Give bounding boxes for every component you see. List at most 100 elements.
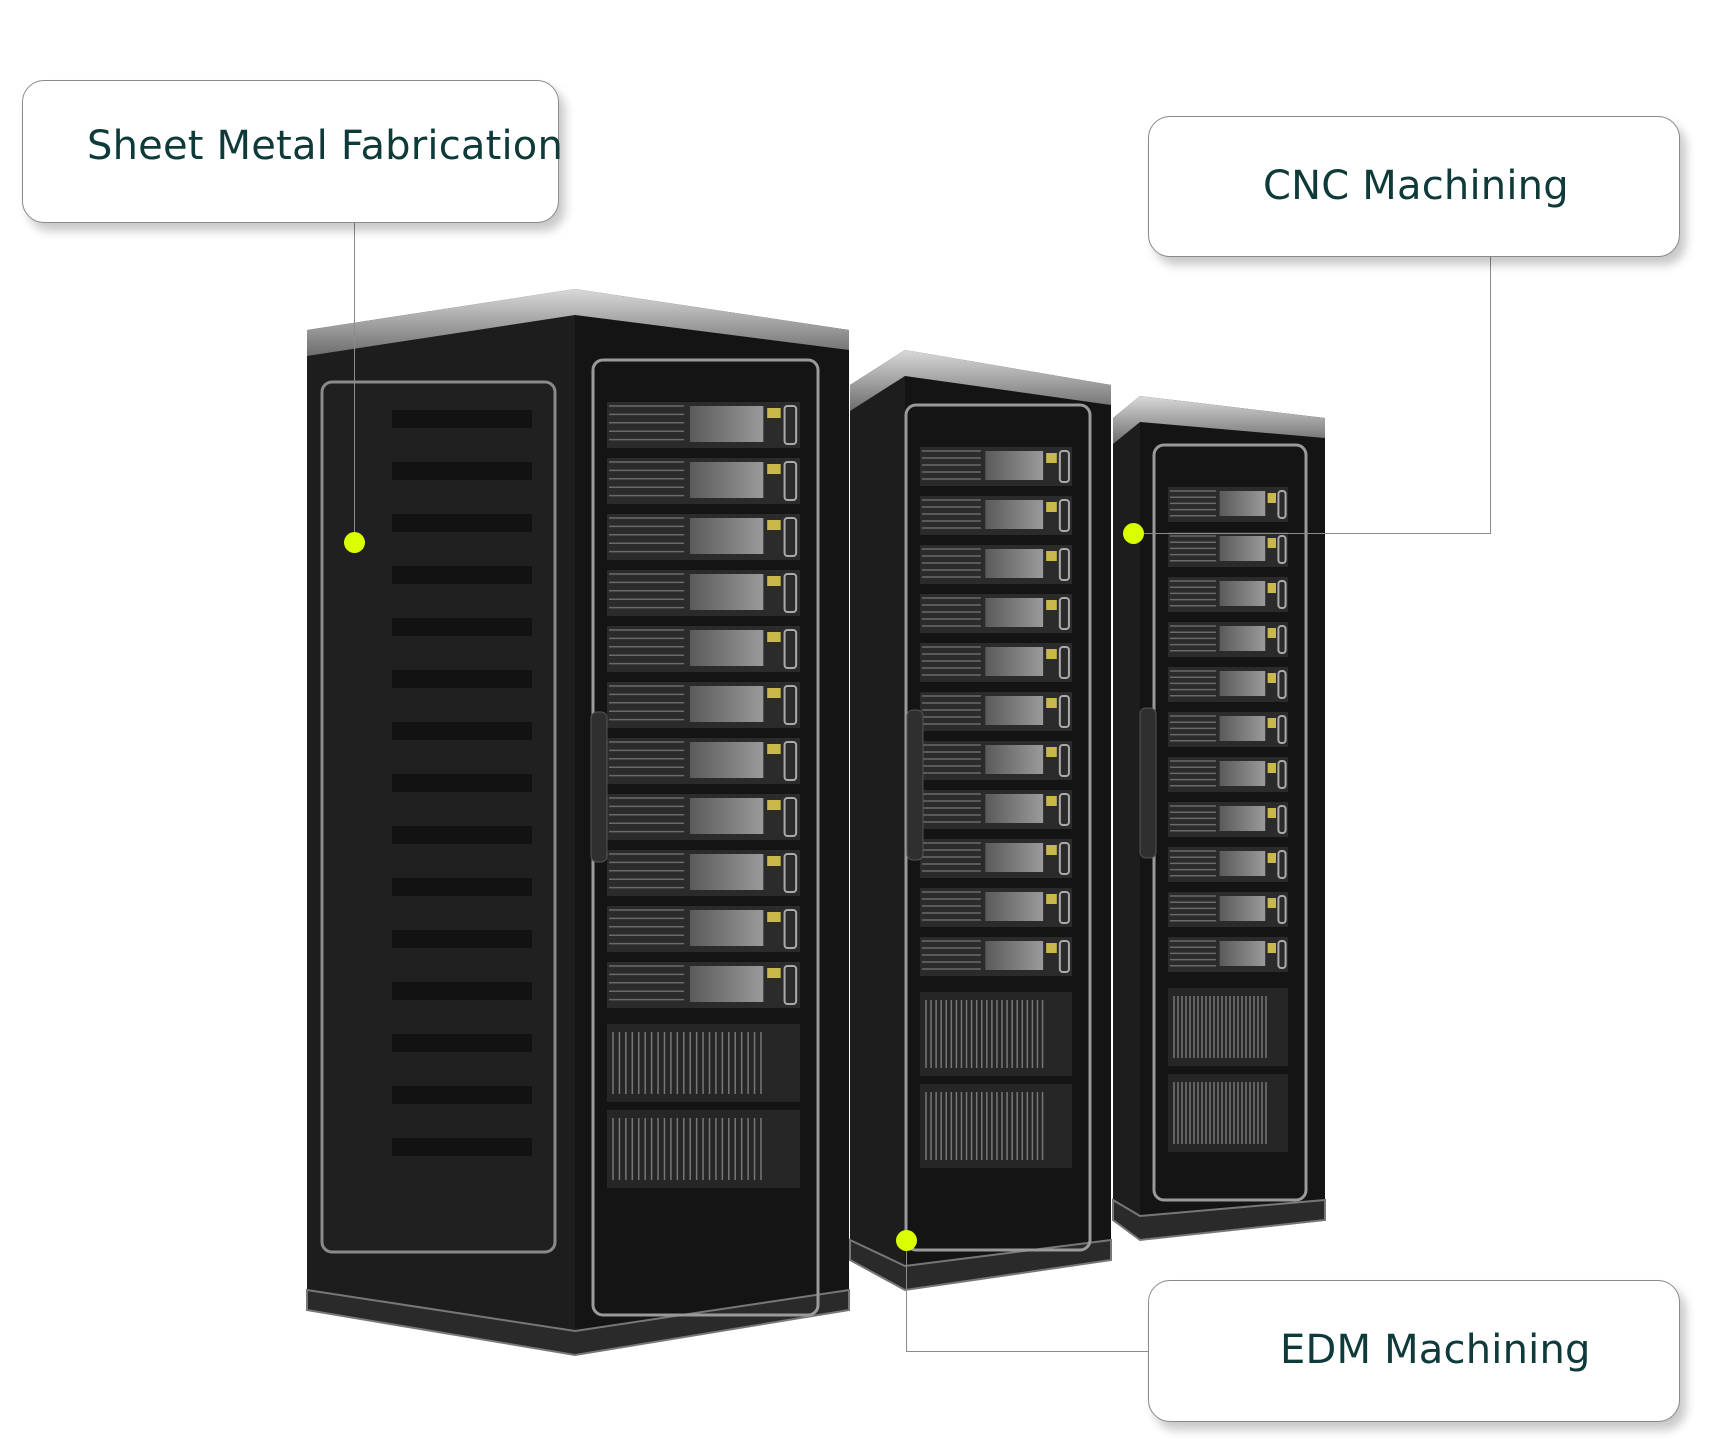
rack-shelf xyxy=(392,670,532,688)
server-unit xyxy=(607,794,800,840)
server-handle xyxy=(783,909,798,949)
rack-base xyxy=(1112,1198,1326,1242)
connector-line-edm-horizontal xyxy=(906,1351,1148,1352)
server-status-light xyxy=(1046,894,1057,904)
rack-shelf xyxy=(392,618,532,636)
server-unit xyxy=(920,937,1072,976)
server-drive-bay xyxy=(689,462,764,498)
storage-unit xyxy=(1168,988,1288,1066)
server-unit xyxy=(920,790,1072,829)
storage-unit xyxy=(920,1084,1072,1168)
server-handle xyxy=(1058,695,1070,728)
rack-side-panel xyxy=(1113,396,1140,1240)
server-unit xyxy=(1168,667,1288,702)
server-handle xyxy=(1058,891,1070,924)
hotspot-cnc[interactable] xyxy=(1123,523,1144,544)
server-status-light xyxy=(767,464,781,474)
rack-shelf xyxy=(392,774,532,792)
hotspot-sheet-metal[interactable] xyxy=(344,532,365,553)
callout-edm-machining[interactable]: EDM Machining xyxy=(1148,1280,1680,1422)
server-unit xyxy=(920,447,1072,486)
server-handle xyxy=(1277,895,1287,924)
server-unit xyxy=(607,850,800,896)
server-status-light xyxy=(1046,502,1057,512)
server-handle xyxy=(1277,760,1287,789)
server-drive-bay xyxy=(985,500,1044,529)
connector-line-sheet-metal xyxy=(354,223,355,543)
rack-shelf xyxy=(392,462,532,480)
server-unit xyxy=(1168,847,1288,882)
rack-base xyxy=(306,1288,850,1357)
server-drive-bay xyxy=(1219,671,1266,696)
server-unit xyxy=(607,906,800,952)
rack-shelf xyxy=(392,1086,532,1104)
server-drive-bay xyxy=(1219,491,1266,516)
server-handle xyxy=(1277,625,1287,654)
callout-label: CNC Machining xyxy=(1263,163,1569,209)
rack-shelf xyxy=(392,722,532,740)
server-status-light xyxy=(1046,453,1057,463)
server-drive-bay xyxy=(985,794,1044,823)
server-status-light xyxy=(1046,943,1057,953)
server-handle xyxy=(783,741,798,781)
server-unit xyxy=(920,643,1072,682)
server-drive-bay xyxy=(985,647,1044,676)
server-unit xyxy=(920,545,1072,584)
server-unit xyxy=(1168,487,1288,522)
storage-chassis xyxy=(920,1084,1072,1168)
server-unit xyxy=(607,962,800,1008)
server-handle xyxy=(1058,548,1070,581)
rack-shelf xyxy=(392,878,532,896)
server-status-light xyxy=(1267,763,1276,773)
server-status-light xyxy=(767,576,781,586)
server-status-light xyxy=(1267,493,1276,503)
rack-shelf xyxy=(392,410,532,428)
server-drive-bay xyxy=(1219,851,1266,876)
rack-top-cap xyxy=(850,350,1111,411)
server-handle xyxy=(1058,793,1070,826)
callout-cnc-machining[interactable]: CNC Machining xyxy=(1148,116,1680,257)
server-status-light xyxy=(767,912,781,922)
server-drive-bay xyxy=(689,574,764,610)
server-unit xyxy=(1168,712,1288,747)
rack-door-handle xyxy=(590,711,608,863)
server-status-light xyxy=(1267,583,1276,593)
storage-chassis xyxy=(920,992,1072,1076)
server-unit xyxy=(607,570,800,616)
server-handle xyxy=(1277,940,1287,969)
server-handle xyxy=(783,517,798,557)
server-handle xyxy=(783,405,798,445)
server-unit xyxy=(607,514,800,560)
server-status-light xyxy=(767,968,781,978)
rack-shelf xyxy=(392,566,532,584)
server-handle xyxy=(1277,670,1287,699)
server-status-light xyxy=(1267,808,1276,818)
server-drive-bay xyxy=(1219,626,1266,651)
connector-line-cnc-vertical xyxy=(1490,257,1491,534)
server-status-light xyxy=(767,408,781,418)
rack-shelf xyxy=(392,826,532,844)
server-drive-bay xyxy=(1219,806,1266,831)
server-status-light xyxy=(1267,628,1276,638)
server-drive-bay xyxy=(985,843,1044,872)
hotspot-edm[interactable] xyxy=(896,1230,917,1251)
server-drive-bay xyxy=(985,696,1044,725)
server-status-light xyxy=(1267,853,1276,863)
server-status-light xyxy=(1267,943,1276,953)
server-unit xyxy=(607,682,800,728)
server-handle xyxy=(1058,499,1070,532)
rack-shelf xyxy=(392,982,532,1000)
callout-sheet-metal-fabrication[interactable]: Sheet Metal Fabrication xyxy=(22,80,563,223)
server-status-light xyxy=(767,632,781,642)
server-drive-bay xyxy=(1219,716,1266,741)
server-drive-bay xyxy=(1219,941,1266,966)
rack-door-handle xyxy=(1139,707,1157,859)
server-handle xyxy=(1277,850,1287,879)
server-drive-bay xyxy=(985,549,1044,578)
server-handle xyxy=(1058,842,1070,875)
server-unit xyxy=(1168,757,1288,792)
callout-label: EDM Machining xyxy=(1280,1327,1591,1373)
server-status-light xyxy=(1046,551,1057,561)
server-handle xyxy=(783,629,798,669)
